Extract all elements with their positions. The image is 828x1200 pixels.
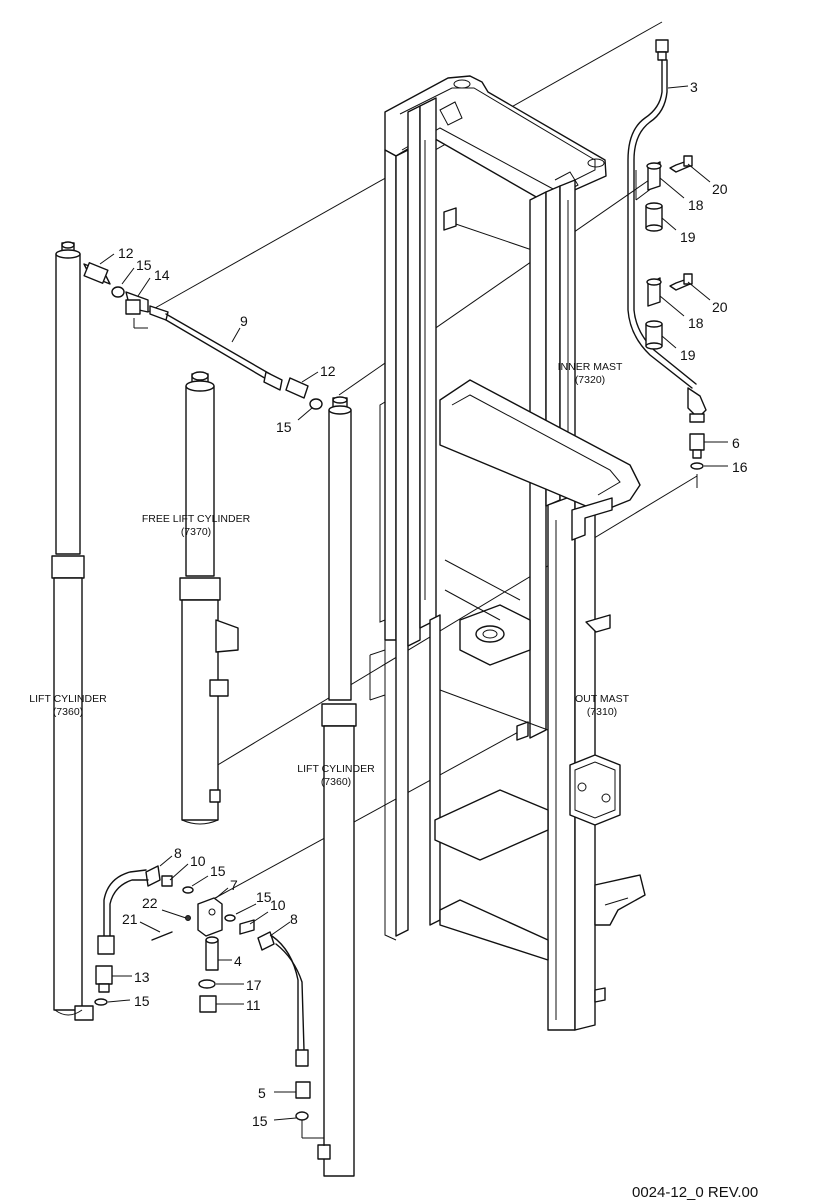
- callout-16: 16: [732, 459, 748, 475]
- out-mast-label: OUT MAST: [575, 693, 630, 705]
- callout-15c: 15: [210, 863, 226, 879]
- callout-14: 14: [154, 267, 170, 283]
- callout-12b: 12: [320, 363, 336, 379]
- pipe-9: [83, 262, 323, 410]
- callout-15b: 15: [276, 419, 292, 435]
- left-lift-cylinder-code: (7360): [53, 706, 83, 718]
- free-lift-cylinder-label: FREE LIFT CYLINDER: [142, 513, 251, 525]
- left-lift-cylinder: [51, 241, 94, 1021]
- inner-mast-label: INNER MAST: [558, 361, 623, 373]
- block-7: [151, 886, 255, 1013]
- free-lift-cylinder: [179, 371, 239, 825]
- callout-15a: 15: [136, 257, 152, 273]
- outer-mast-bracket: [569, 754, 621, 826]
- callout-22: 22: [142, 895, 158, 911]
- callout-18b: 18: [688, 315, 704, 331]
- callout-11: 11: [246, 997, 261, 1013]
- callout-13: 13: [134, 969, 150, 985]
- callout-10b: 10: [270, 897, 286, 913]
- center-lift-cylinder-code: (7360): [321, 776, 351, 788]
- callout-3: 3: [690, 79, 698, 95]
- callout-8b: 8: [290, 911, 298, 927]
- outer-mast-right-rail: [547, 494, 576, 1031]
- callout-5: 5: [258, 1085, 266, 1101]
- middle-crossbar: [439, 379, 641, 513]
- center-lift-cylinder: [317, 396, 357, 1177]
- center-lift-cylinder-label: LIFT CYLINDER: [297, 763, 375, 775]
- callout-4: 4: [234, 953, 242, 969]
- callout-leaders: [99, 85, 728, 1146]
- callout-6: 6: [732, 435, 740, 451]
- fitting-6: [689, 433, 705, 470]
- hose-3: [627, 39, 707, 423]
- callout-15e: 15: [134, 993, 150, 1009]
- hose-8-right: [257, 931, 311, 1121]
- drawing-reference-footer: 0024-12_0 REV.00: [632, 1184, 758, 1200]
- mast-assembly: [369, 75, 646, 1031]
- left-lift-cylinder-label: LIFT CYLINDER: [29, 693, 107, 705]
- component-labels: INNER MAST (7320) OUT MAST (7310) FREE L…: [29, 361, 629, 788]
- callout-15d: 15: [256, 889, 272, 905]
- callout-21: 21: [122, 911, 138, 927]
- callout-19a: 19: [680, 229, 696, 245]
- callout-numbers: 3 20 18 19 20 18 19 6 16 12 15 14 9 12 1…: [118, 79, 748, 1129]
- callout-9: 9: [240, 313, 248, 329]
- callout-12a: 12: [118, 245, 134, 261]
- out-mast-code: (7310): [587, 706, 617, 718]
- bottom-crossmember: [434, 789, 549, 861]
- callout-15f: 15: [252, 1113, 268, 1129]
- hose-clamps: [645, 155, 693, 350]
- callout-8a: 8: [174, 845, 182, 861]
- free-lift-cylinder-code: (7370): [181, 526, 211, 538]
- callout-17: 17: [246, 977, 262, 993]
- callout-20b: 20: [712, 299, 728, 315]
- outer-mast-left-rail: [384, 149, 397, 641]
- inner-mast-code: (7320): [575, 374, 605, 386]
- callout-18a: 18: [688, 197, 704, 213]
- callout-10a: 10: [190, 853, 206, 869]
- callout-7: 7: [230, 877, 238, 893]
- callout-20a: 20: [712, 181, 728, 197]
- hose-8-left: [94, 865, 173, 1006]
- callout-19b: 19: [680, 347, 696, 363]
